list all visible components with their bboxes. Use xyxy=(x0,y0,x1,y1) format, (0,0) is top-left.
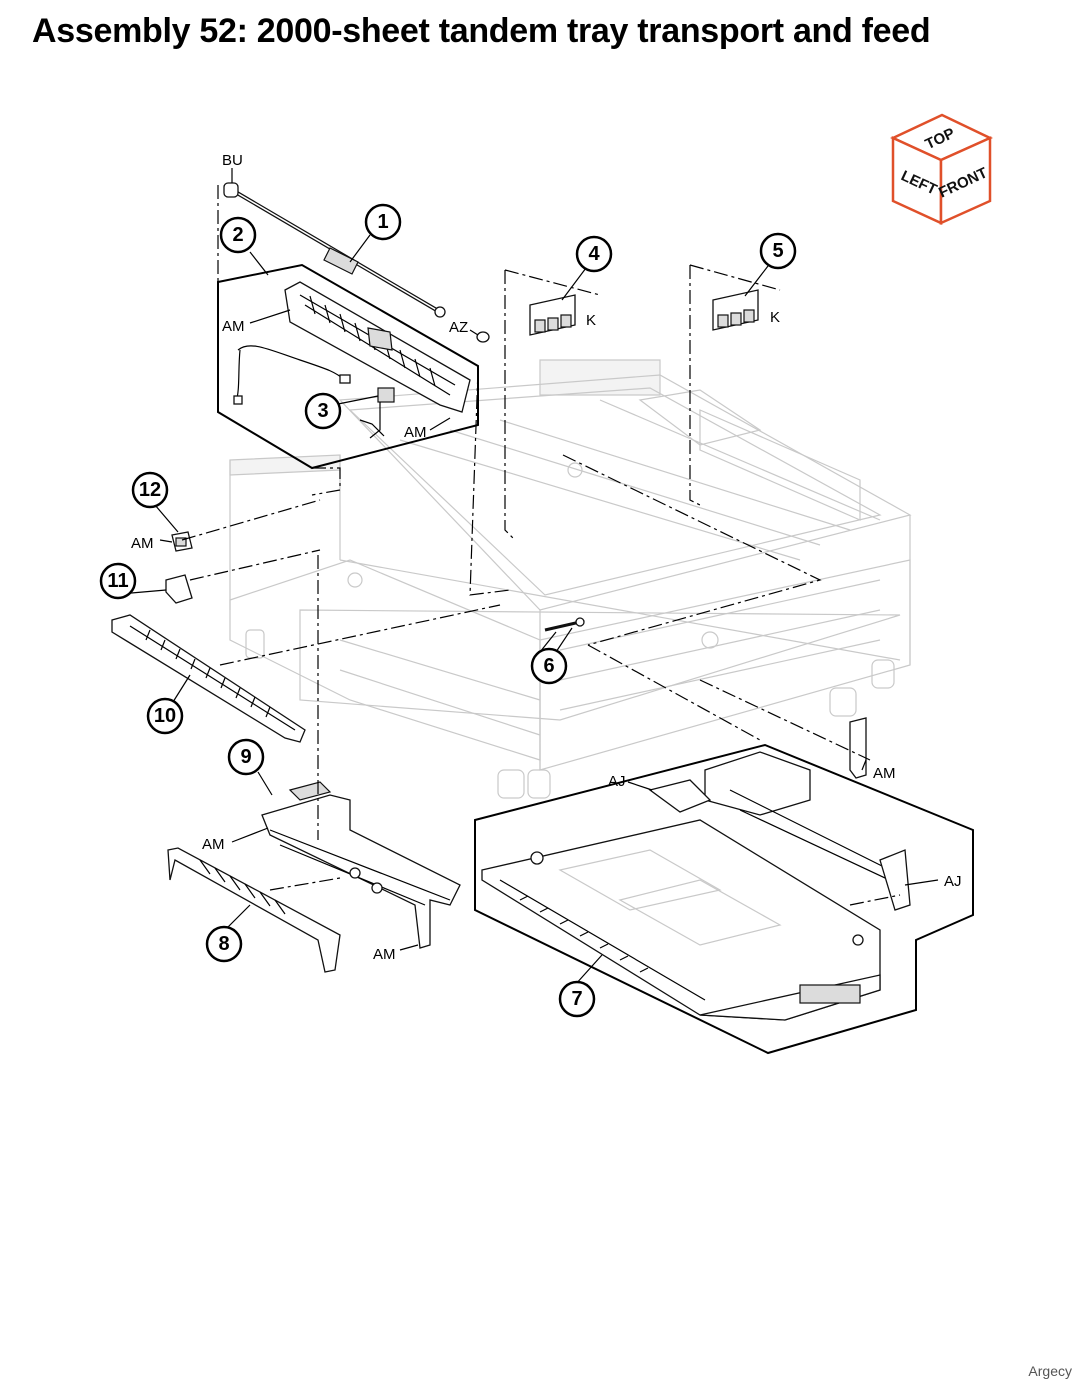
svg-text:6: 6 xyxy=(543,655,554,677)
callout-4: 4 xyxy=(575,235,613,273)
az-washer xyxy=(476,331,490,343)
part-11-bracket xyxy=(165,574,193,604)
page-title: Assembly 52: 2000-sheet tandem tray tran… xyxy=(32,12,931,50)
svg-text:5: 5 xyxy=(772,240,783,262)
callout-6: 6 xyxy=(530,647,568,685)
part-8-cover xyxy=(167,847,341,973)
label-k-part4: K xyxy=(586,312,596,329)
callout-10: 10 xyxy=(146,697,184,735)
callout-8: 8 xyxy=(205,925,243,963)
svg-text:12: 12 xyxy=(139,479,161,501)
callout-11: 11 xyxy=(99,562,137,600)
am-right-bracket xyxy=(849,717,867,779)
part-5-board xyxy=(712,289,759,331)
orientation-cube: TOP LEFT FRONT xyxy=(890,113,993,225)
svg-text:1: 1 xyxy=(377,211,388,233)
callout-5: 5 xyxy=(759,232,797,270)
svg-text:7: 7 xyxy=(571,988,582,1010)
svg-text:8: 8 xyxy=(218,933,229,955)
watermark: Argecy xyxy=(1028,1363,1072,1379)
part-2-group-outline xyxy=(217,263,479,470)
label-am-part9: AM xyxy=(202,836,225,853)
label-am-part2-bottom: AM xyxy=(404,424,427,441)
callout-2: 2 xyxy=(219,216,257,254)
part-7-group-outline xyxy=(474,743,974,1055)
callout-9: 9 xyxy=(227,738,265,776)
label-am-right: AM xyxy=(873,765,896,782)
callout-7: 7 xyxy=(558,980,596,1018)
label-bu: BU xyxy=(222,152,243,169)
part-7-tray-drive-assembly xyxy=(481,751,911,1021)
part-12-switch xyxy=(171,531,193,552)
label-az: AZ xyxy=(449,319,468,336)
part-9-feed-assembly xyxy=(261,781,461,949)
svg-text:9: 9 xyxy=(240,746,251,768)
part-6-pin xyxy=(544,617,585,632)
part-1-shaft xyxy=(223,182,446,318)
part-10-guide xyxy=(111,614,306,743)
part-3-sensor xyxy=(359,387,395,439)
part-4-board xyxy=(529,294,576,336)
callout-1: 1 xyxy=(364,203,402,241)
alignment-lines xyxy=(181,185,901,906)
part-2-transport-guide xyxy=(233,281,471,413)
label-aj-right: AJ xyxy=(944,873,962,890)
svg-text:2: 2 xyxy=(232,224,243,246)
svg-text:10: 10 xyxy=(154,705,176,727)
callout-12: 12 xyxy=(131,471,169,509)
svg-text:4: 4 xyxy=(588,243,600,265)
label-am-part2-top: AM xyxy=(222,318,245,335)
label-aj-top: AJ xyxy=(608,773,626,790)
callout-3: 3 xyxy=(304,392,342,430)
svg-text:3: 3 xyxy=(317,400,328,422)
svg-text:11: 11 xyxy=(107,570,128,592)
label-am-part8: AM xyxy=(373,946,396,963)
label-k-part5: K xyxy=(770,309,780,326)
label-am-part12: AM xyxy=(131,535,154,552)
